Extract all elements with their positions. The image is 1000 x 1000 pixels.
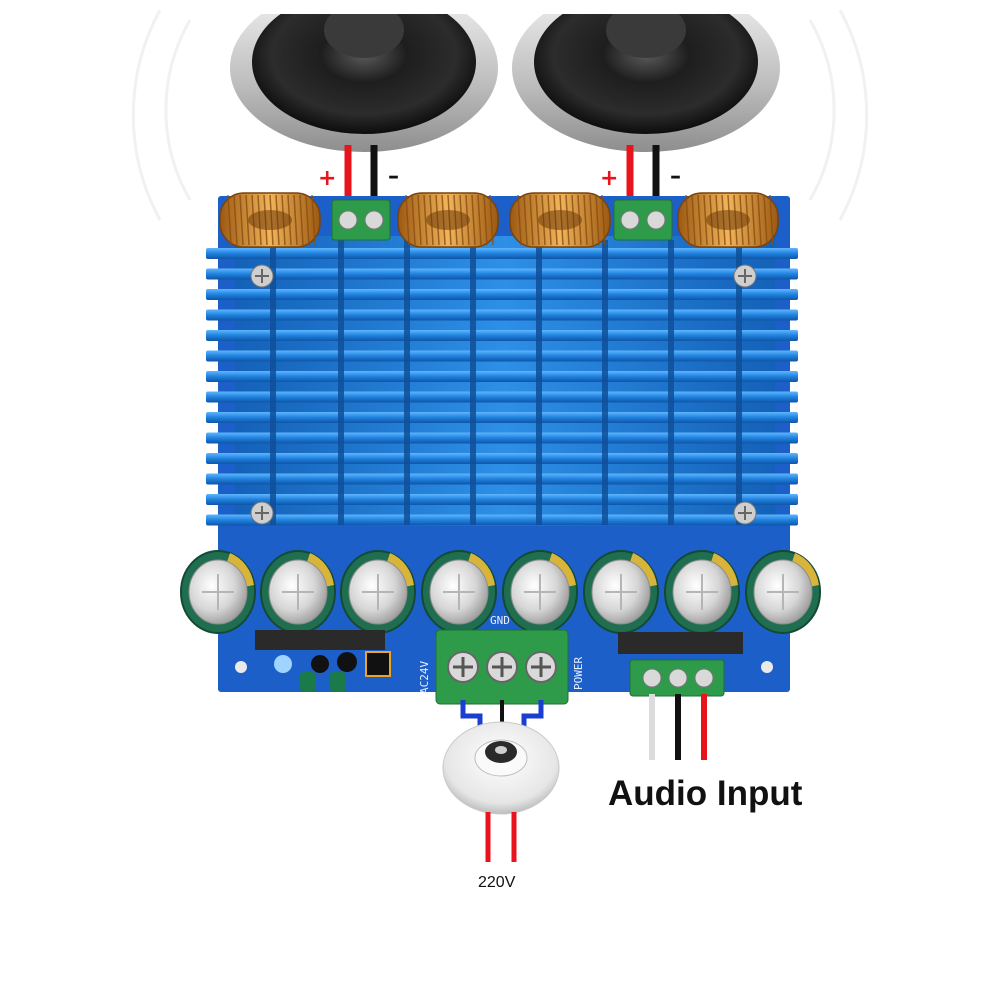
minus-sign-right: – xyxy=(670,164,681,189)
heatsink-fin xyxy=(206,412,798,423)
capacitor-icon xyxy=(664,550,740,634)
capacitor-icon xyxy=(502,550,578,634)
heatsink-fin xyxy=(206,473,798,485)
capacitors xyxy=(180,550,821,634)
transformer-icon xyxy=(442,721,560,815)
heatsink xyxy=(206,236,798,526)
audio-input-terminal-icon xyxy=(629,659,725,697)
heatsink-fin xyxy=(206,309,798,321)
pcb-bottom-components xyxy=(235,630,773,692)
silk-ac-input: AC24V xyxy=(418,660,431,694)
capacitor-icon xyxy=(421,550,497,634)
capacitor-icon xyxy=(260,550,336,634)
heatsink-fin xyxy=(206,514,798,526)
audio-input-wires xyxy=(649,694,707,760)
heatsink-fin xyxy=(206,371,798,382)
silk-ground: GND xyxy=(490,614,510,627)
heatsink-fin xyxy=(206,289,798,300)
speaker-left-icon xyxy=(230,0,500,152)
speaker-wires xyxy=(344,145,660,205)
mains-wires xyxy=(485,812,517,862)
heatsink-fin xyxy=(206,453,798,464)
plus-sign-left: + xyxy=(318,166,337,191)
speaker-right-icon xyxy=(510,0,780,152)
heatsink-screws xyxy=(250,264,757,525)
capacitor-icon xyxy=(583,550,659,634)
minus-sign-left: – xyxy=(388,164,399,189)
capacitor-icon xyxy=(340,550,416,634)
speaker-terminal-right-icon xyxy=(613,199,673,241)
heatsink-fin xyxy=(206,330,798,341)
heatsink-fin xyxy=(206,248,798,259)
silk-power: POWER xyxy=(572,656,585,690)
capacitor-icon xyxy=(180,550,256,634)
inductors xyxy=(219,192,779,248)
inductor-icon xyxy=(509,192,611,248)
mains-voltage-label: 220V xyxy=(478,874,516,891)
audio-input-label: Audio Input xyxy=(608,774,803,813)
plus-sign-right: + xyxy=(600,166,619,191)
heatsink-fin xyxy=(206,391,798,403)
inductor-icon xyxy=(677,192,779,248)
power-led xyxy=(274,655,292,673)
inductor-icon xyxy=(219,192,321,248)
heatsink-fin xyxy=(206,268,798,280)
heatsink-fin xyxy=(206,432,798,444)
inductor-icon xyxy=(397,192,499,248)
capacitor-icon xyxy=(745,550,821,634)
power-terminal-icon xyxy=(435,629,569,705)
heatsink-fin xyxy=(206,350,798,362)
sound-waves xyxy=(131,9,869,221)
speaker-terminal-left-icon xyxy=(331,199,391,241)
heatsink-fin xyxy=(206,494,798,505)
